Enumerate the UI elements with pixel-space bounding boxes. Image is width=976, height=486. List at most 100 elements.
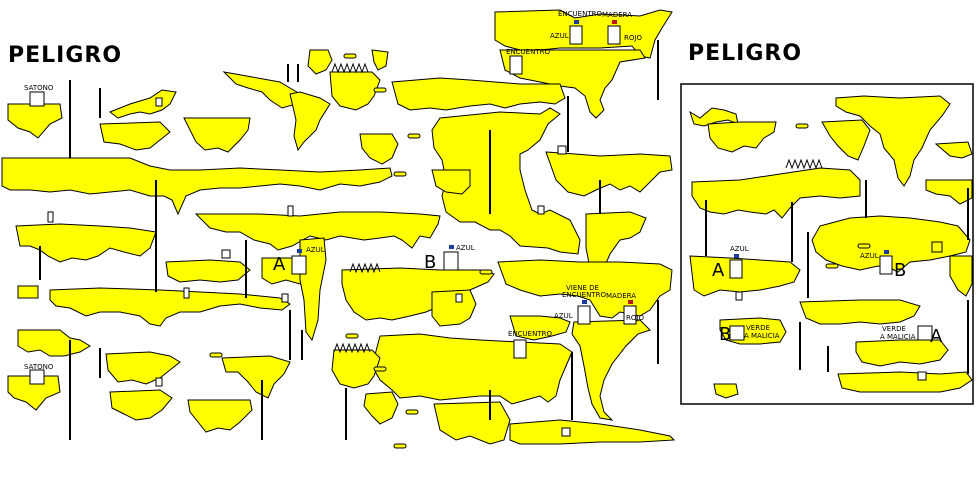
ledge (345, 333, 359, 339)
door-icon (509, 55, 523, 75)
cave-area (183, 117, 251, 153)
cave-area (17, 285, 39, 299)
label-madera: MADERA (602, 11, 632, 19)
cave-area (585, 211, 647, 269)
cave-area (222, 71, 301, 109)
ledge (407, 133, 421, 139)
character-icon (155, 97, 163, 107)
main-map (1, 9, 676, 449)
label-azul: AZUL (550, 32, 569, 40)
label-madera: MADERA (606, 292, 636, 300)
cave-area (329, 71, 381, 111)
character-icon (455, 293, 463, 303)
cave-area (509, 419, 676, 445)
cave-area (811, 215, 971, 273)
door-icon (607, 25, 621, 45)
label-azul: AZUL (554, 312, 573, 320)
ledge (373, 366, 387, 372)
cave-area (194, 211, 441, 251)
cave-area (17, 329, 91, 357)
cave-area (713, 383, 739, 399)
inset-labels: AZUL AZUL A B B A VERDE A MALICIA VERDE … (712, 245, 943, 347)
cave-area (431, 289, 477, 327)
label-letter-b: B (424, 252, 436, 273)
cave-area (371, 333, 573, 405)
label-letter-a: A (712, 260, 725, 281)
cave-area (837, 371, 973, 393)
cave-area (371, 49, 389, 71)
cave-area (433, 401, 511, 445)
label-viene-de: VIENE DE (566, 284, 599, 292)
marker-icon (582, 300, 587, 304)
ledge (209, 352, 223, 358)
cave-area (187, 399, 253, 433)
cave-area (15, 223, 157, 263)
cave-area (108, 89, 177, 119)
label-letter-b: B (894, 260, 906, 281)
cave-area (707, 121, 777, 153)
cave-area (99, 121, 171, 151)
character-icon (735, 291, 743, 301)
inset-map (689, 95, 973, 399)
door-icon (29, 369, 45, 385)
door-icon (443, 251, 459, 271)
label-encuentro: ENCUENTRO (506, 48, 550, 56)
marker-icon (449, 245, 454, 249)
cave-area (49, 287, 291, 327)
cave-area (949, 255, 973, 297)
main-title: PELIGRO (8, 43, 122, 68)
cave-area (925, 179, 973, 205)
cave-area (545, 151, 673, 197)
character-icon (287, 205, 294, 217)
marker-icon (734, 254, 739, 258)
label-malicia: A MALICIA (744, 332, 780, 340)
spikes (331, 62, 381, 354)
spike-row (333, 342, 371, 354)
cave-area (289, 91, 331, 152)
cave-area (571, 319, 651, 421)
cave-area (1, 157, 393, 216)
door-icon (729, 325, 745, 341)
ledge (857, 243, 871, 249)
cave-area (307, 49, 333, 75)
cave-area (934, 141, 973, 159)
door-icon (917, 325, 933, 341)
door-icon (623, 305, 637, 325)
cave-area (691, 167, 861, 219)
cave-area (7, 375, 61, 411)
marker-icon (297, 249, 302, 253)
label-azul: AZUL (456, 244, 475, 252)
label-azul: AZUL (730, 245, 749, 253)
door-icon (879, 255, 893, 275)
ledge (405, 409, 419, 415)
ledge (393, 443, 407, 449)
spike-row (785, 158, 823, 170)
label-encuentro: ENCUENTRO (558, 10, 602, 18)
cave-area (835, 95, 951, 187)
doors (29, 25, 637, 385)
inset-doors (729, 255, 933, 381)
door-markers (297, 20, 633, 304)
cave-area (821, 119, 871, 161)
cave-area (431, 169, 471, 195)
label-satono: SATONO (24, 363, 54, 371)
label-verde: VERDE (746, 324, 770, 332)
ledge (343, 53, 357, 59)
cave-area (509, 315, 571, 341)
door-icon (729, 259, 743, 279)
inset-title: PELIGRO (688, 41, 802, 66)
ledge (373, 87, 387, 93)
cave-area (431, 107, 581, 255)
door-icon (513, 339, 527, 359)
character-icon (917, 371, 927, 381)
ledge (931, 241, 943, 253)
cave-area (363, 391, 399, 425)
cave-area (331, 349, 381, 389)
ledge (479, 269, 493, 275)
character-icon (47, 211, 54, 223)
label-rojo: ROJO (626, 314, 644, 322)
cave-area (7, 103, 63, 139)
cave-area (221, 355, 291, 399)
